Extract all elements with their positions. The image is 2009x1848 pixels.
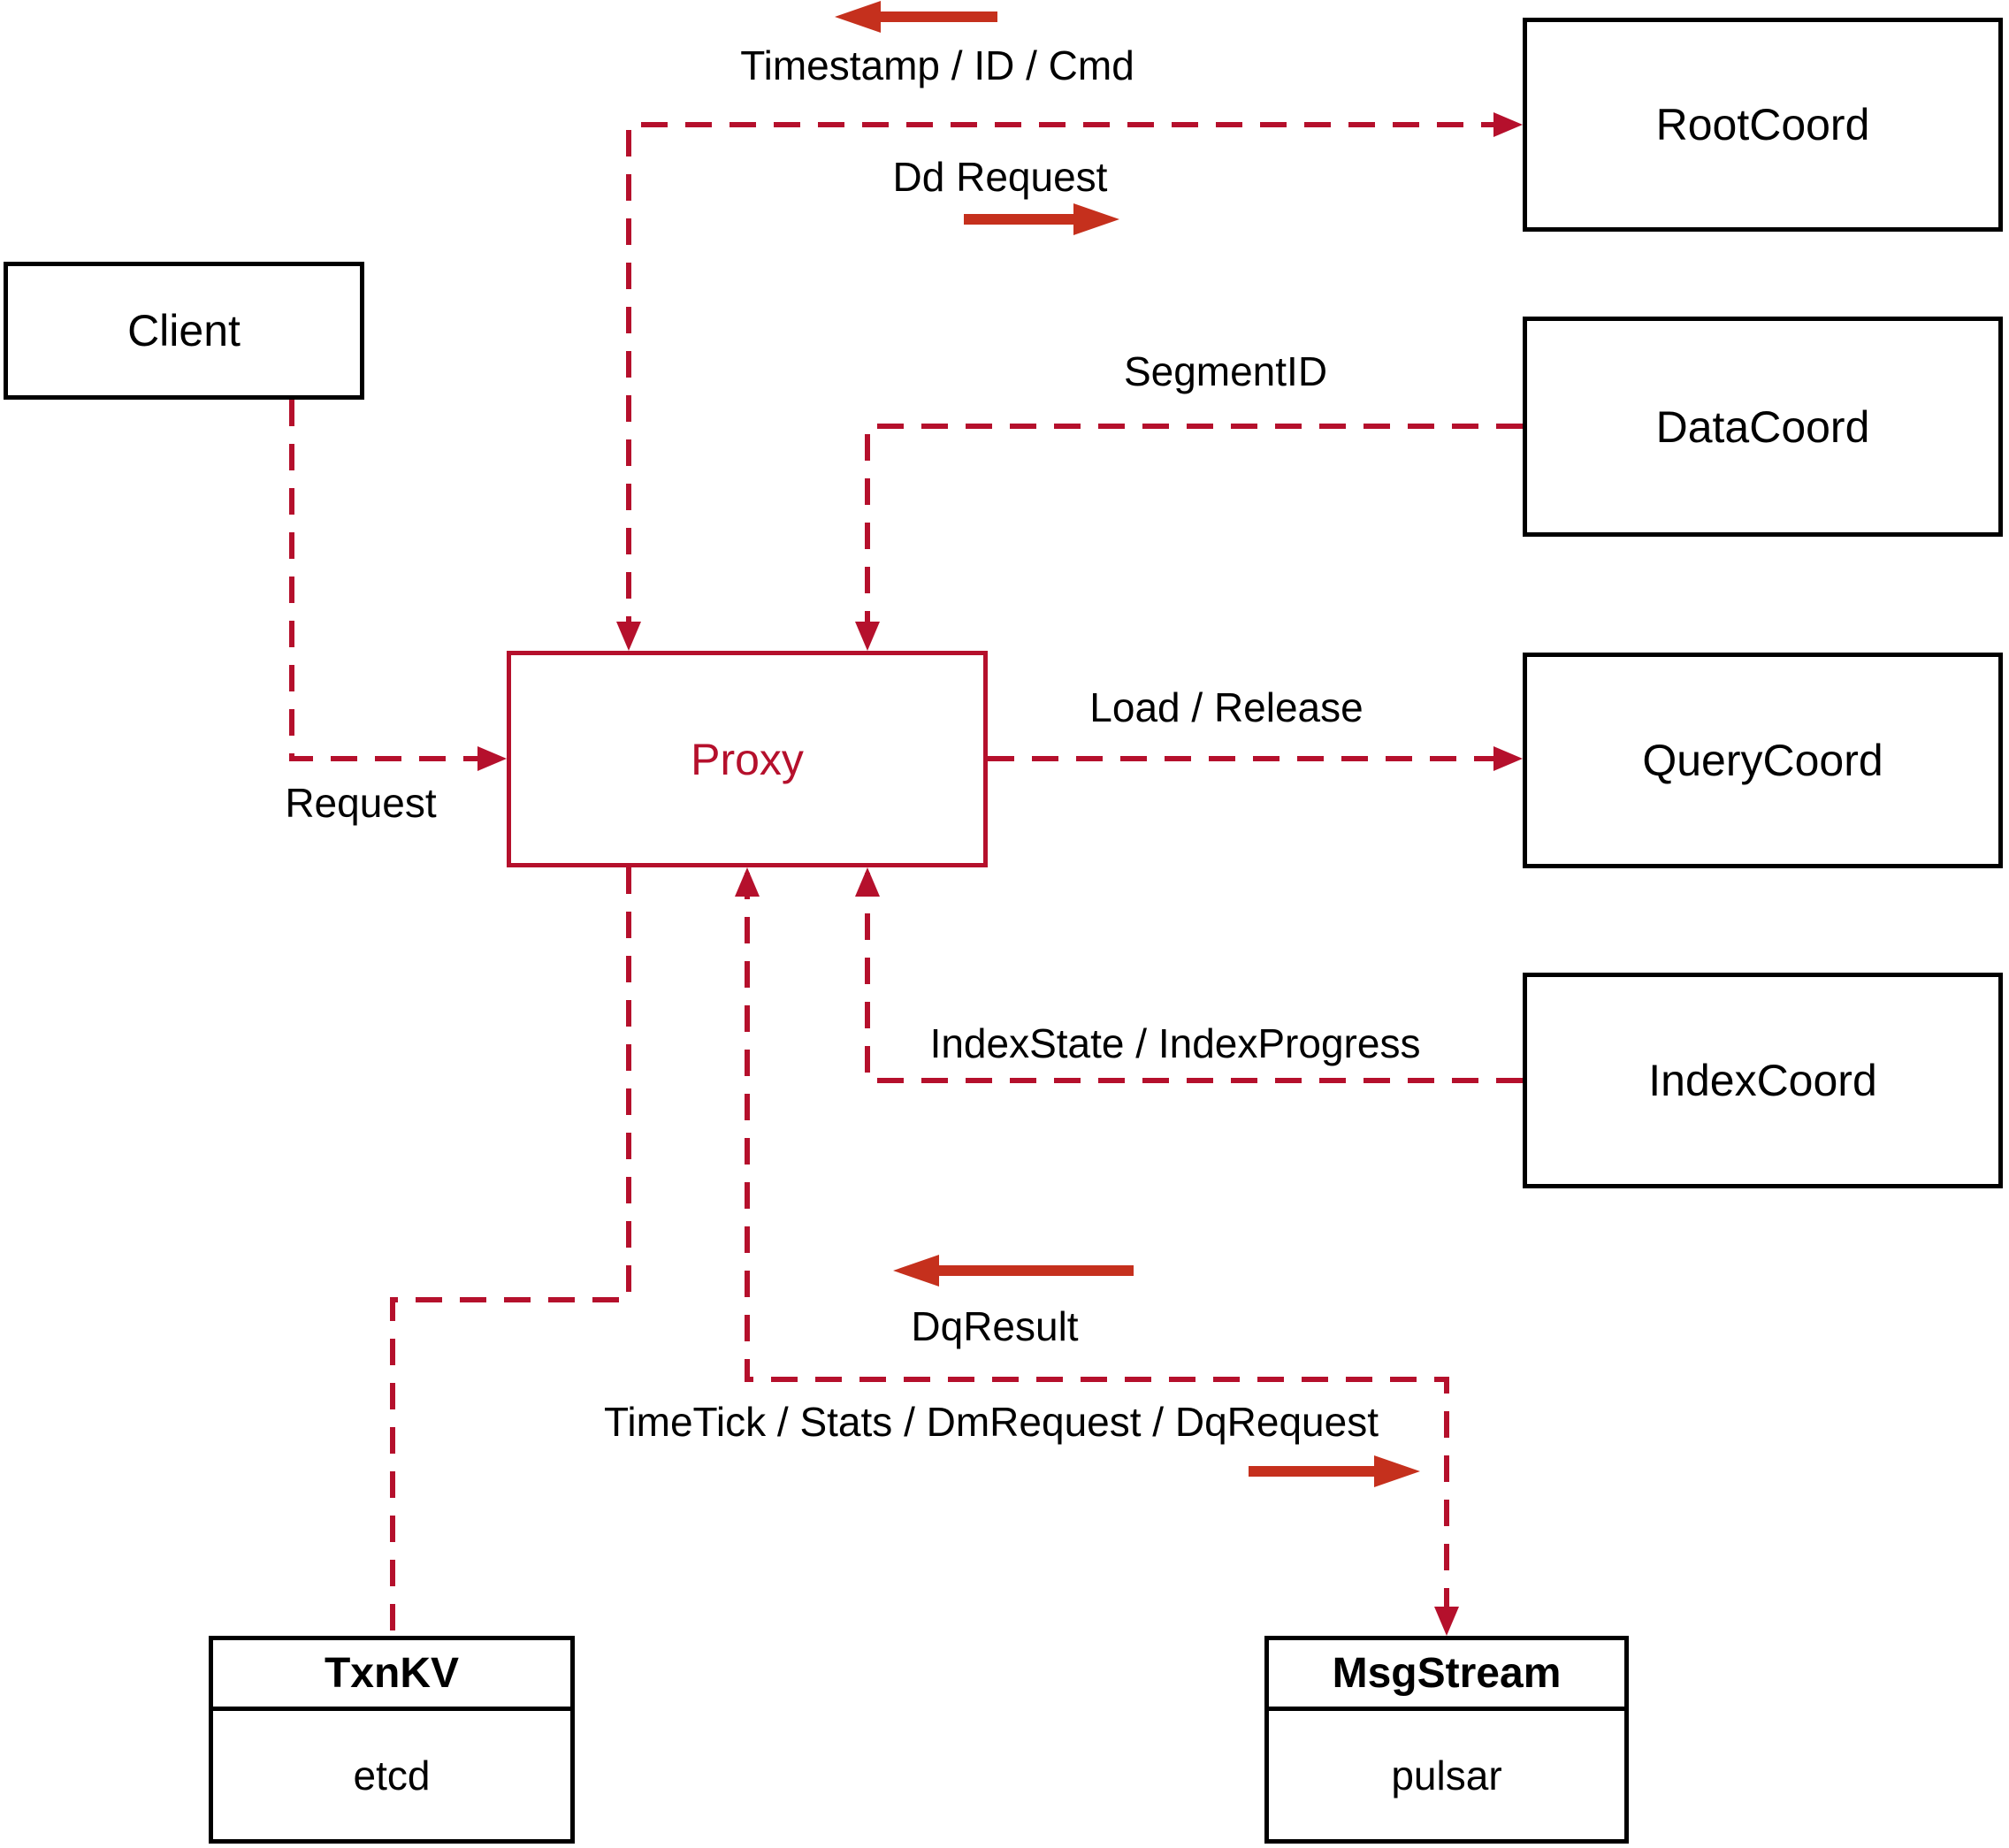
arrowhead-right-icon <box>477 746 507 771</box>
index-state-label: IndexState / IndexProgress <box>929 1020 1421 1066</box>
dq-result-label: DqResult <box>911 1303 1079 1349</box>
txnkv-node: TxnKV etcd <box>209 1636 575 1844</box>
arrowhead-up-icon <box>735 867 760 897</box>
dq-result-direction-left-arrow-icon <box>893 1255 1134 1287</box>
segment-id-label: SegmentID <box>1123 348 1328 394</box>
proxy-node: Proxy <box>507 651 988 867</box>
arrowhead-down-icon <box>1434 1607 1459 1636</box>
request-label: Request <box>285 780 437 826</box>
indexcoord-label: IndexCoord <box>1648 1056 1877 1105</box>
client-node: Client <box>4 262 364 400</box>
timetick-label: TimeTick / Stats / DmRequest / DqRequest <box>604 1399 1379 1445</box>
dd-request-label: Dd Request <box>892 154 1108 200</box>
rootcoord-node: RootCoord <box>1523 18 2003 232</box>
client-label: Client <box>127 306 241 355</box>
timestamp-direction-left-arrow-icon <box>835 1 997 33</box>
edge-datacoord-to-proxy <box>865 424 1523 645</box>
proxy-label: Proxy <box>691 734 804 784</box>
edge-client-to-proxy <box>289 400 492 761</box>
edge-proxy-to-rootcoord <box>626 122 1508 645</box>
arrowhead-down-icon <box>616 622 641 651</box>
arrowhead-up-icon <box>855 867 880 897</box>
load-release-label: Load / Release <box>1089 684 1364 730</box>
arrowhead-right-icon <box>1493 746 1523 771</box>
querycoord-label: QueryCoord <box>1642 736 1883 785</box>
msgstream-node: MsgStream pulsar <box>1264 1636 1629 1844</box>
timestamp-id-cmd-label: Timestamp / ID / Cmd <box>740 42 1134 88</box>
datacoord-label: DataCoord <box>1655 401 1870 452</box>
msgstream-impl: pulsar <box>1391 1752 1502 1798</box>
indexcoord-node: IndexCoord <box>1523 973 2003 1188</box>
edge-proxy-to-txnkv <box>390 867 631 1636</box>
edge-proxy-to-msgstream <box>745 873 1449 1630</box>
arrowhead-right-icon <box>1493 112 1523 137</box>
rootcoord-label: RootCoord <box>1655 100 1870 149</box>
msgstream-title: MsgStream <box>1269 1640 1624 1711</box>
txnkv-impl: etcd <box>353 1752 431 1798</box>
datacoord-node: DataCoord <box>1523 317 2003 537</box>
txnkv-title: TxnKV <box>213 1640 570 1711</box>
timetick-direction-right-arrow-icon <box>1249 1455 1420 1487</box>
arrowhead-down-icon <box>855 622 880 651</box>
dd-request-direction-right-arrow-icon <box>964 203 1119 235</box>
querycoord-node: QueryCoord <box>1523 653 2003 868</box>
